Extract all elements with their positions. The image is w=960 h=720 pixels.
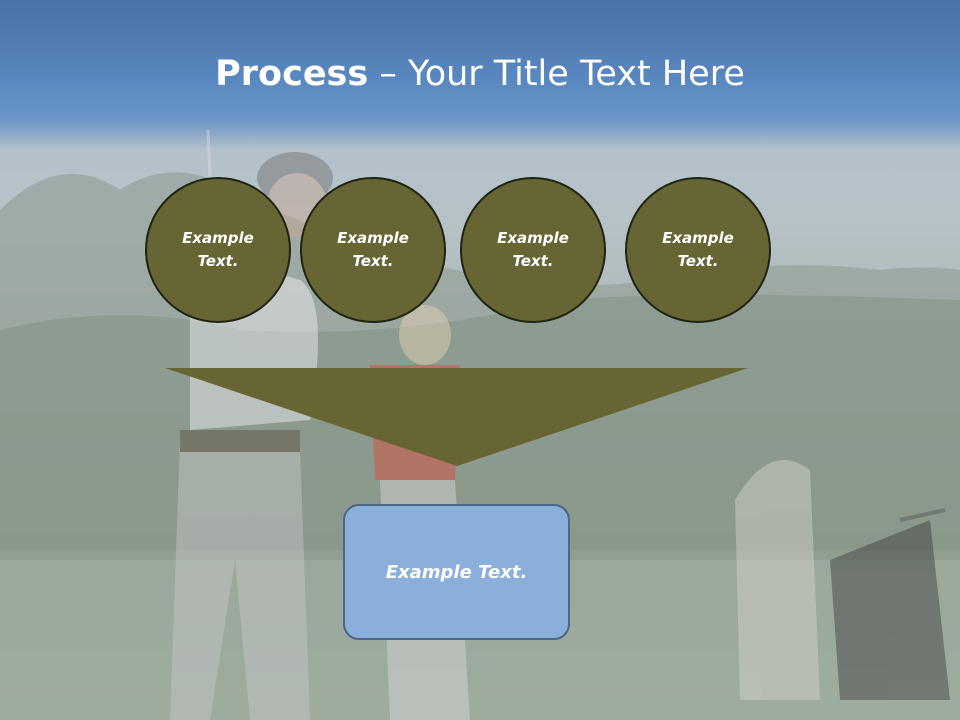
circle-4-text: Example Text. [662,229,734,270]
circle-3-text: Example Text. [497,229,569,270]
slide-title: Process – Your Title Text Here [0,52,960,96]
process-step-circle-4: Example Text. [625,177,771,323]
process-step-circle-1: Example Text. [145,177,291,323]
process-step-circle-2: Example Text. [300,177,446,323]
circle-1-text: Example Text. [182,229,254,270]
result-box: Example Text. [343,504,570,640]
circle-2-text: Example Text. [337,229,409,270]
title-bold: Process [215,54,369,94]
title-banner [0,0,960,150]
process-step-circle-3: Example Text. [460,177,606,323]
result-box-text: Example Text. [385,561,528,583]
title-rest: – Your Title Text Here [368,54,745,94]
